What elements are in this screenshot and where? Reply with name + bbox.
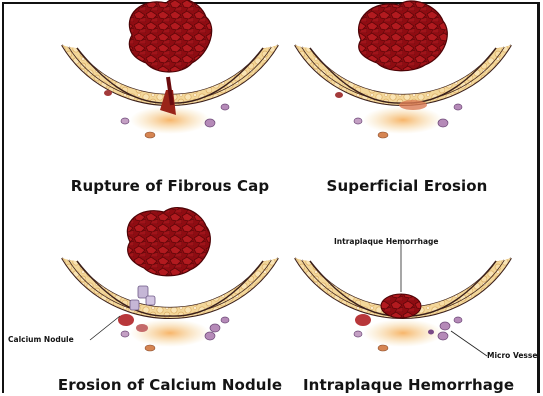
caption-erosion-of-calcium-nodule: Erosion of Calcium Nodule xyxy=(50,376,290,394)
panel-hemorrhage-artwork xyxy=(295,244,511,356)
panel-calcium-artwork xyxy=(62,208,278,351)
panel-rupture-artwork xyxy=(62,0,278,138)
label-micro-vessel: Micro Vessel xyxy=(487,351,540,360)
caption-intraplaque-hemorrhage: Intraplaque Hemorrhage xyxy=(303,376,505,394)
label-intraplaque-hemorrhage: Intraplaque Hemorrhage xyxy=(334,237,438,246)
caption-rupture-of-fibrous-cap: Rupture of Fibrous Cap xyxy=(62,177,278,195)
panel-erosion-artwork xyxy=(295,1,511,138)
label-calcium-nodule: Calcium Nodule xyxy=(8,335,74,344)
caption-superficial-erosion: Superficial Erosion xyxy=(312,177,502,195)
